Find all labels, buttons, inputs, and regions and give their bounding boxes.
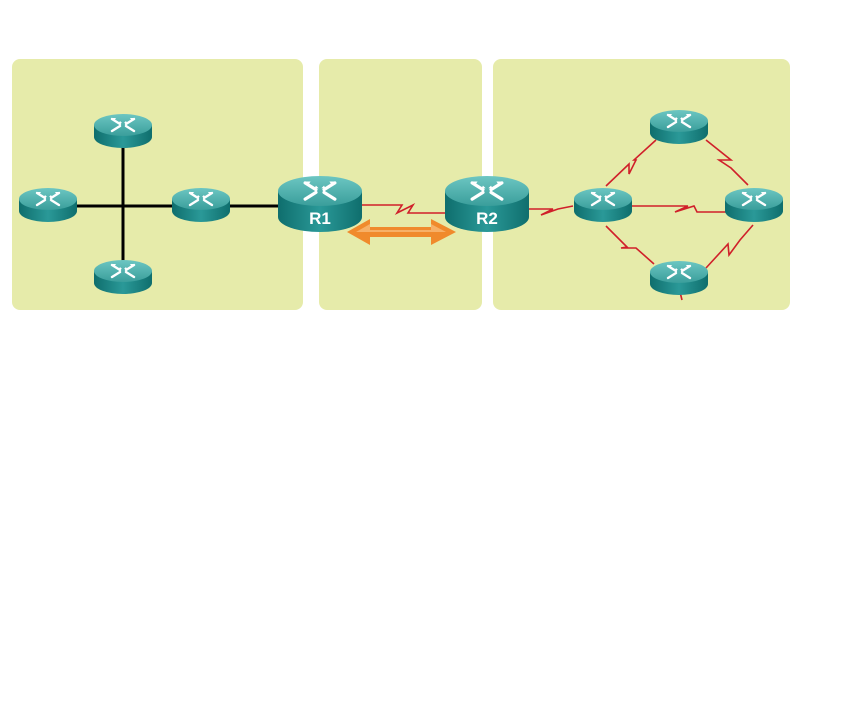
serial-link-bottom-right xyxy=(705,224,754,269)
router-left-east[interactable] xyxy=(172,188,230,222)
router-r1-label: R1 xyxy=(309,209,331,228)
router-r2[interactable]: R2 xyxy=(445,176,529,232)
router-r1[interactable]: R1 xyxy=(278,176,362,232)
bidirectional-arrow-icon xyxy=(347,219,456,245)
router-right-top[interactable] xyxy=(650,110,708,144)
serial-link-hub-top xyxy=(605,139,657,187)
serial-link-hub-bottom xyxy=(605,225,655,265)
serial-link-top-right xyxy=(705,139,749,186)
serial-link-hub-right xyxy=(632,205,726,213)
router-left-west[interactable] xyxy=(19,188,77,222)
router-left-top[interactable] xyxy=(94,114,152,148)
router-right-hub[interactable] xyxy=(574,188,632,222)
router-right-east[interactable] xyxy=(725,188,783,222)
zone-middle xyxy=(319,59,482,310)
serial-link-r1-r2 xyxy=(355,203,455,215)
router-right-bottom[interactable] xyxy=(650,261,708,295)
zone-right xyxy=(493,59,790,310)
serial-links xyxy=(355,139,754,301)
router-left-bottom[interactable] xyxy=(94,260,152,294)
serial-link-r2-hub xyxy=(510,205,574,216)
zone-left xyxy=(12,59,303,310)
router-r2-label: R2 xyxy=(476,209,498,228)
